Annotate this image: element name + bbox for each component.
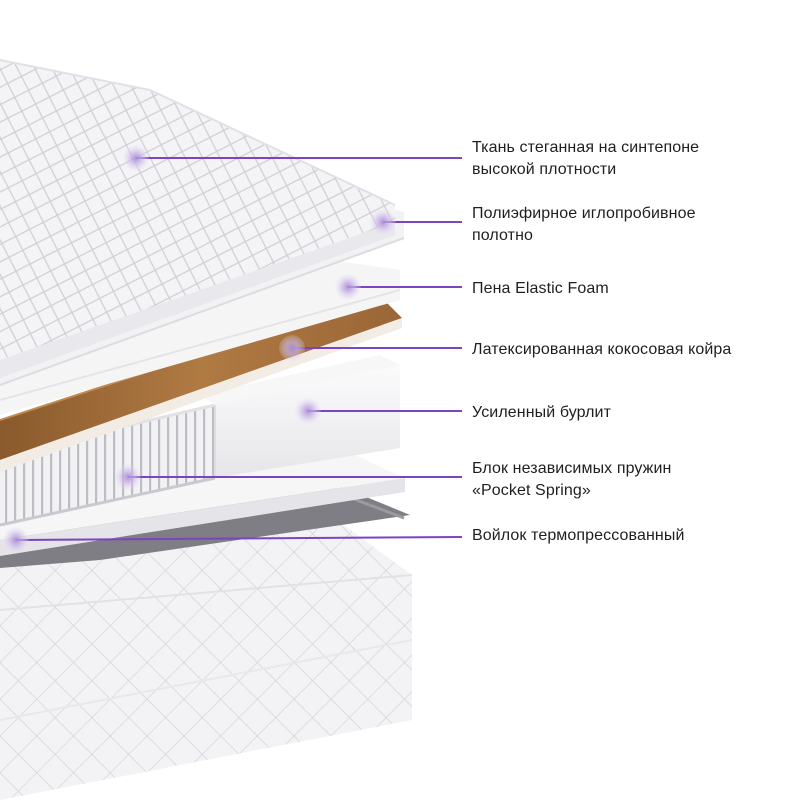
label-thermo-felt-line-1: Войлок термопрессованный — [472, 527, 685, 544]
label-quilted-fabric-line-2: высокой плотности — [472, 161, 617, 178]
callout-dot-polyester-felt — [370, 209, 396, 235]
label-reinforced-burlit-line-1: Усиленный бурлит — [472, 404, 612, 421]
label-polyester-felt: Полиэфирное иглопробивное полотно — [472, 203, 792, 247]
callout-dot-coconut-coir — [279, 335, 305, 361]
label-pocket-spring-line-2: «Pocket Spring» — [472, 482, 591, 499]
label-pocket-spring: Блок независимых пружин «Pocket Spring» — [472, 458, 792, 502]
callout-dots — [3, 145, 396, 553]
bottom-quilted-base — [0, 515, 413, 800]
callout-lines — [15, 157, 463, 541]
label-coconut-coir-line-1: Латексированная кокосовая койра — [472, 341, 732, 358]
callout-dot-pocket-spring — [115, 464, 141, 490]
callout-dot-elastic-foam — [335, 274, 361, 300]
label-quilted-fabric: Ткань стеганная на синтепоне высокой пло… — [472, 137, 792, 181]
label-elastic-foam: Пена Elastic Foam — [472, 278, 792, 300]
callout-dot-thermo-felt — [3, 527, 29, 553]
callout-line-thermo-felt — [15, 536, 463, 541]
label-polyester-felt-line-1: Полиэфирное иглопробивное — [472, 205, 696, 222]
elastic-foam-layer — [0, 260, 401, 415]
label-pocket-spring-line-1: Блок независимых пружин — [472, 460, 672, 477]
label-elastic-foam-line-1: Пена Elastic Foam — [472, 280, 609, 297]
label-coconut-coir: Латексированная кокосовая койра — [472, 339, 792, 361]
quilted-top-layer — [0, 59, 396, 378]
label-polyester-felt-line-2: полотно — [472, 227, 534, 244]
callout-dot-reinforced-burlit — [295, 398, 321, 424]
callout-dot-quilted-fabric — [123, 145, 149, 171]
label-quilted-fabric-line-1: Ткань стеганная на синтепоне — [472, 139, 700, 156]
label-reinforced-burlit: Усиленный бурлит — [472, 402, 792, 424]
label-thermo-felt: Войлок термопрессованный — [472, 525, 792, 547]
